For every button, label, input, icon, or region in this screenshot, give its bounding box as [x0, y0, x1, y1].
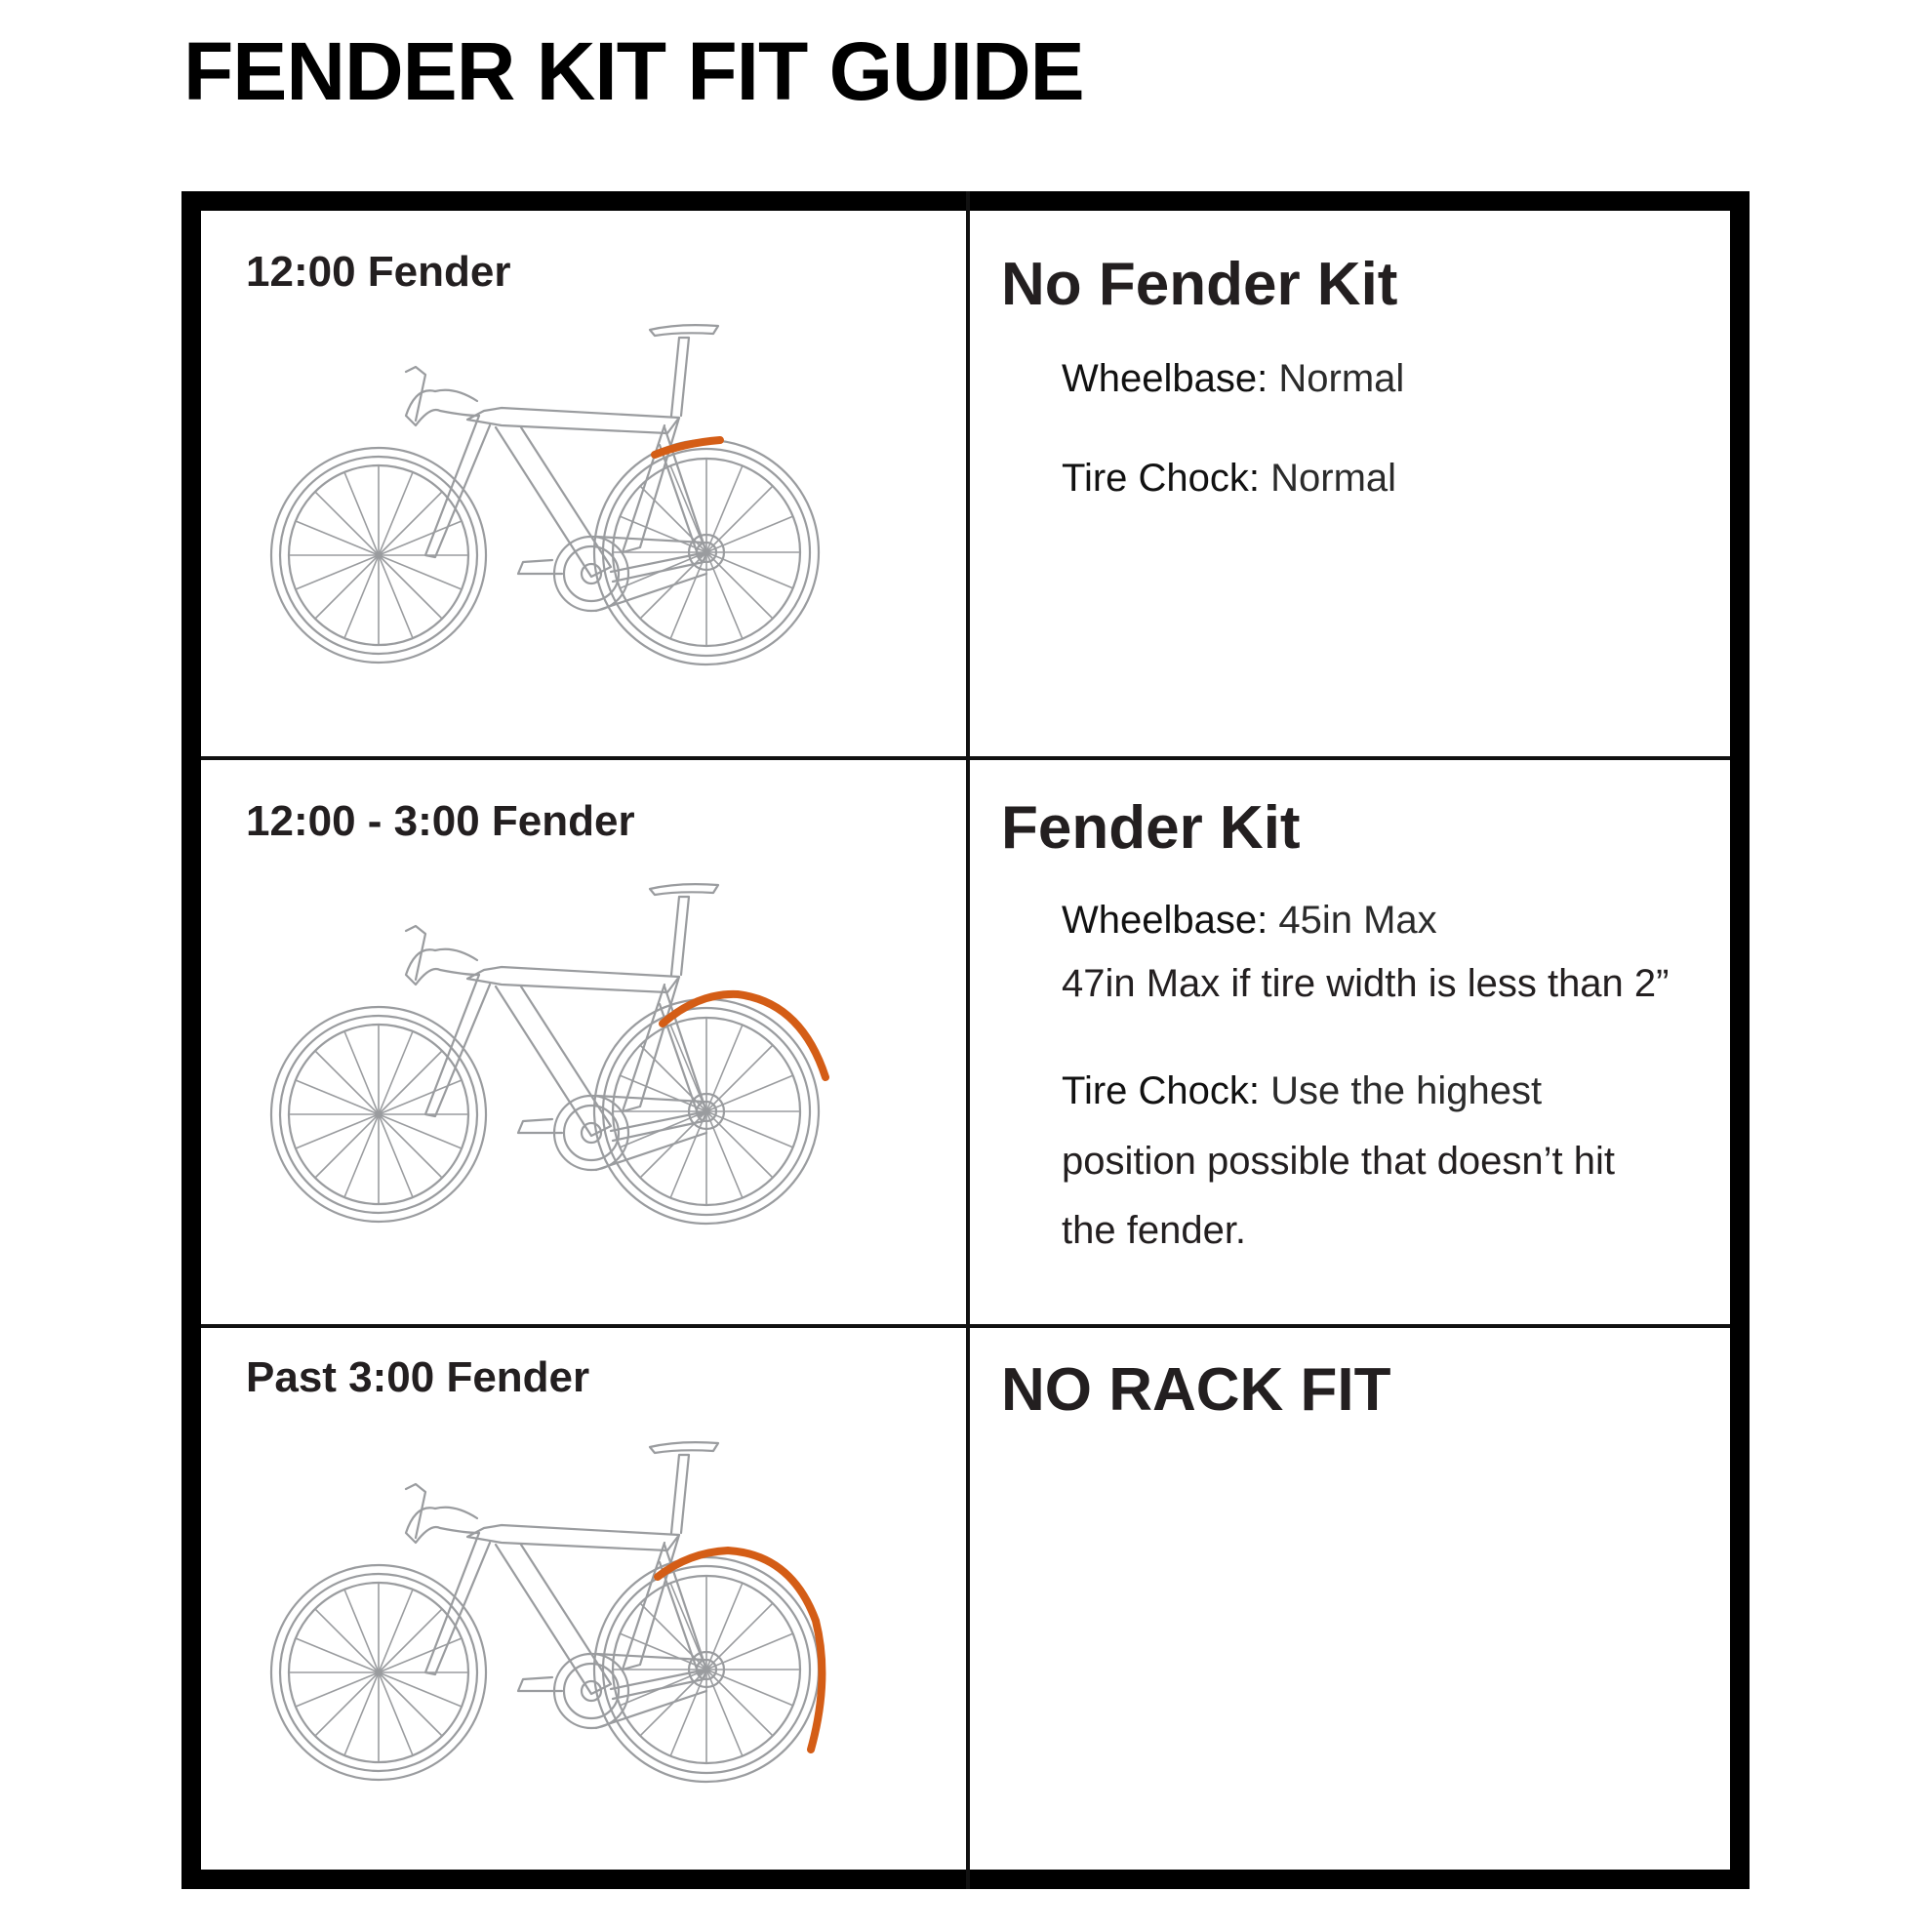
row-divider-1 [201, 756, 1730, 760]
fender-label: 12:00 Fender [246, 248, 511, 296]
tire-chock-value-line3: the fender. [1062, 1209, 1247, 1252]
kit-cell-no-rack-fit: NO RACK FIT [970, 1328, 1730, 1870]
tire-chock-label: Tire Chock: [1062, 1069, 1261, 1112]
tire-chock-value: Use the highest [1270, 1069, 1543, 1112]
wheelbase-label: Wheelbase: [1062, 357, 1268, 400]
page-title: FENDER KIT FIT GUIDE [183, 25, 1085, 117]
fender-label: 12:00 - 3:00 Fender [246, 797, 635, 845]
kit-title: NO RACK FIT [1001, 1356, 1391, 1424]
fender-cell-1200-300: 12:00 - 3:00 Fender [201, 760, 966, 1324]
kit-title: Fender Kit [1001, 794, 1301, 862]
tire-chock-value-line2: position possible that doesn’t hit [1062, 1140, 1616, 1183]
wheelbase-note: 47in Max if tire width is less than 2” [1062, 962, 1670, 1005]
fender-highlight [654, 1546, 826, 1753]
wheelbase-value: 45in Max [1278, 899, 1437, 942]
fit-guide-table: 12:00 Fender [181, 191, 1750, 1889]
wheelbase-label: Wheelbase: [1062, 899, 1268, 942]
column-divider [966, 191, 970, 1889]
tire-chock-spec: Tire Chock: Use the highest [1062, 1069, 1542, 1113]
fender-cell-1200: 12:00 Fender [201, 211, 966, 756]
tire-chock-value: Normal [1270, 457, 1397, 500]
bike-with-long-rear-fender-icon [269, 1441, 826, 1784]
row-divider-2 [201, 1324, 1730, 1328]
bike-with-short-rear-fender-icon [269, 324, 821, 666]
bike-with-medium-rear-fender-icon [269, 883, 829, 1226]
kit-title: No Fender Kit [1001, 251, 1398, 318]
kit-cell-fender-kit: Fender Kit Wheelbase: 45in Max 47in Max … [970, 760, 1730, 1324]
tire-chock-label: Tire Chock: [1062, 457, 1261, 500]
kit-cell-no-fender-kit: No Fender Kit Wheelbase: Normal Tire Cho… [970, 211, 1730, 756]
fender-highlight [651, 436, 724, 459]
wheelbase-spec: Wheelbase: 45in Max [1062, 899, 1437, 943]
tire-chock-spec: Tire Chock: Normal [1062, 457, 1396, 501]
wheelbase-value: Normal [1278, 357, 1405, 400]
fender-highlight [659, 989, 829, 1081]
wheelbase-spec: Wheelbase: Normal [1062, 357, 1404, 401]
fender-cell-past-300: Past 3:00 Fender [201, 1328, 966, 1870]
fender-label: Past 3:00 Fender [246, 1353, 590, 1401]
